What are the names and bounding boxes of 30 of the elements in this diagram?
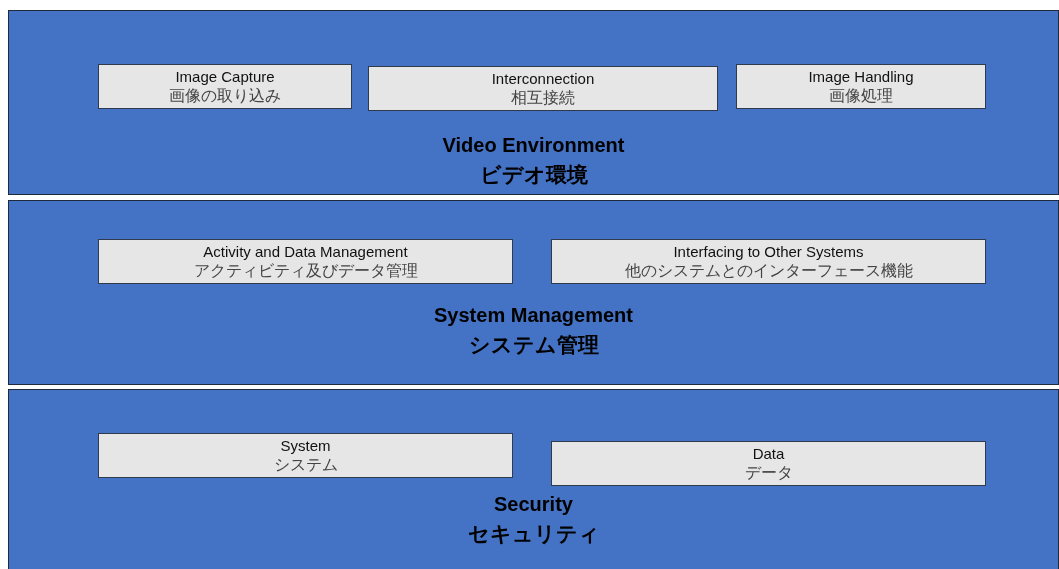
- component-box: [98, 433, 513, 478]
- layer-title-japanese: ビデオ環境: [479, 162, 588, 188]
- component-label: Activity and Data Management: [203, 242, 408, 261]
- layer-title: System Management: [434, 303, 633, 328]
- component-label-japanese: 画像処理: [829, 85, 893, 106]
- component-label-japanese: アクティビティ及びデータ管理: [193, 260, 418, 281]
- component-label: System: [280, 436, 331, 455]
- layer-title-japanese: システム管理: [468, 332, 599, 358]
- component-box: [551, 239, 986, 284]
- layer-title: Security: [494, 492, 573, 517]
- component-label: Data: [752, 444, 785, 463]
- component-box: [98, 64, 352, 109]
- component-label-japanese: システム: [273, 454, 338, 475]
- component-box: [736, 64, 986, 109]
- layer-band: [8, 200, 1059, 385]
- component-label: Interfacing to Other Systems: [673, 242, 864, 261]
- component-label: Image Capture: [175, 67, 275, 86]
- layer-band: [8, 389, 1059, 569]
- component-label-japanese: データ: [744, 462, 793, 483]
- component-label-japanese: 画像の取り込み: [169, 85, 281, 106]
- component-label-japanese: 相互接続: [511, 87, 575, 108]
- component-box: [551, 441, 986, 486]
- layer-band: [8, 10, 1059, 195]
- layer-title-japanese: セキュリティ: [467, 521, 600, 547]
- component-box: [368, 66, 718, 111]
- component-box: [98, 239, 513, 284]
- layer-title: Video Environment: [442, 133, 625, 158]
- component-label-japanese: 他のシステムとのインターフェース機能: [624, 260, 913, 281]
- component-label: Image Handling: [808, 67, 914, 86]
- component-label: Interconnection: [491, 69, 595, 88]
